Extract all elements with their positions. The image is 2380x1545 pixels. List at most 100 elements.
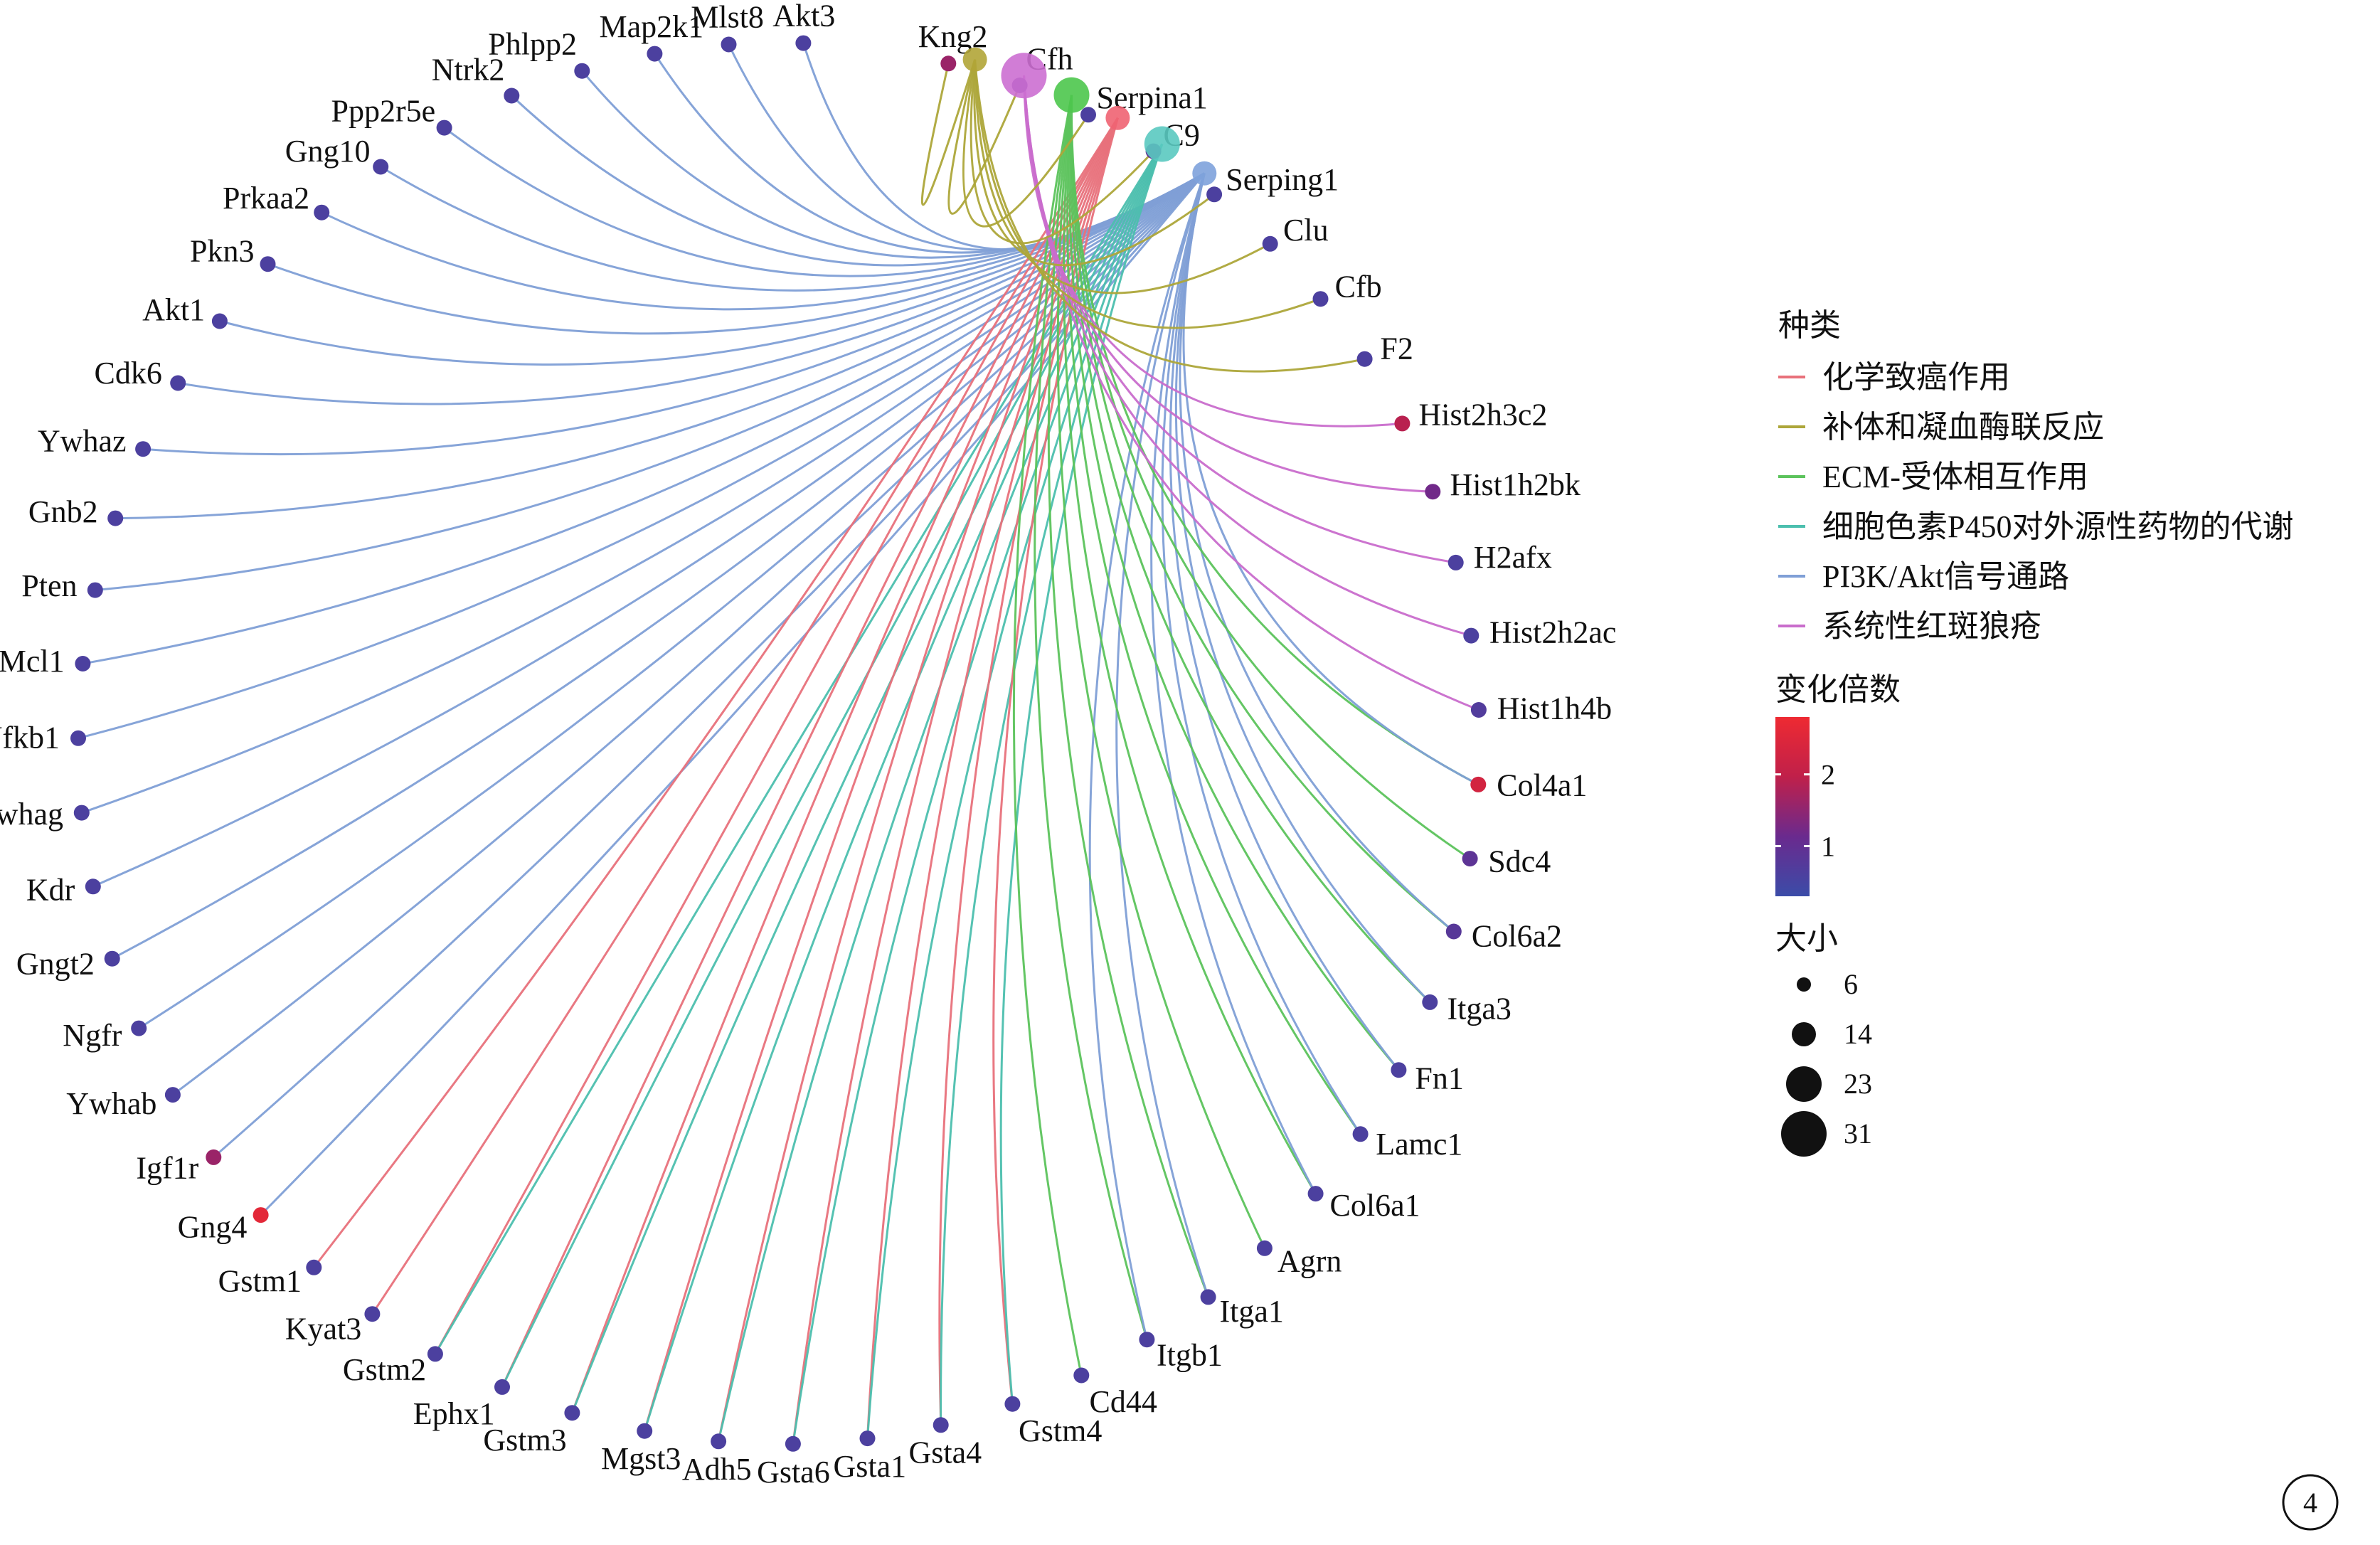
gene-label-adh5: Adh5 bbox=[682, 1452, 752, 1487]
category-node-0 bbox=[1105, 105, 1130, 130]
legend-category-list: 化学致癌作用补体和凝血酶联反应ECM-受体相互作用细胞色素P450对外源性药物的… bbox=[1778, 360, 2293, 644]
gene-label-fn1: Fn1 bbox=[1415, 1061, 1463, 1095]
gene-label-col4a1: Col4a1 bbox=[1497, 768, 1587, 802]
gene-label-phlpp2: Phlpp2 bbox=[488, 27, 577, 62]
gene-label-itgb1: Itgb1 bbox=[1157, 1337, 1223, 1372]
gene-label-hist1h4b: Hist1h4b bbox=[1497, 691, 1612, 726]
legend-size-title: 大小 bbox=[1775, 921, 1838, 956]
gene-node-cdk6 bbox=[170, 375, 186, 391]
gene-label-nfkb1: Nfkb1 bbox=[0, 721, 60, 755]
gene-label-map2k1: Map2k1 bbox=[599, 9, 703, 44]
gene-label-col6a2: Col6a2 bbox=[1472, 919, 1562, 954]
panel-label-circle bbox=[2282, 1474, 2339, 1531]
gene-node-akt3 bbox=[795, 35, 812, 51]
gene-node-ppp2r5e bbox=[436, 120, 452, 136]
colorbar-gradient bbox=[1775, 717, 1810, 896]
gene-node-gstm2 bbox=[427, 1346, 443, 1362]
edge-ephx1-cat3 bbox=[501, 143, 1164, 1388]
edge-kyat3-cat0 bbox=[371, 117, 1119, 1315]
edge-gstm3-cat0 bbox=[570, 117, 1119, 1413]
gene-node-mgst3 bbox=[637, 1423, 653, 1439]
gene-label-gstm1: Gstm1 bbox=[218, 1263, 302, 1298]
gene-node-hist2h3c2 bbox=[1394, 415, 1411, 432]
gene-node-gnb2 bbox=[107, 510, 124, 526]
gene-node-ngfr bbox=[131, 1020, 147, 1036]
gene-label-kyat3: Kyat3 bbox=[285, 1311, 362, 1346]
gene-node-kdr bbox=[85, 878, 101, 895]
legend: 种类 化学致癌作用补体和凝血酶联反应ECM-受体相互作用细胞色素P450对外源性… bbox=[1775, 308, 2293, 1157]
gene-label-cd44: Cd44 bbox=[1090, 1384, 1157, 1419]
gene-node-h2afx bbox=[1447, 554, 1464, 570]
legend-category-0: 化学致癌作用 bbox=[1822, 360, 2010, 395]
gene-node-sdc4 bbox=[1462, 851, 1478, 867]
gene-node-itgb1 bbox=[1139, 1332, 1155, 1348]
gene-label-mgst3: Mgst3 bbox=[601, 1441, 681, 1476]
gene-node-pten bbox=[87, 582, 103, 598]
legend-category-1: 补体和凝血酶联反应 bbox=[1822, 410, 2104, 445]
edge-col6a2-cat2 bbox=[1070, 95, 1455, 933]
legend-colorbar-title: 变化倍数 bbox=[1775, 672, 1901, 707]
gene-node-adh5 bbox=[711, 1433, 727, 1450]
edge-ephx1-cat0 bbox=[501, 117, 1119, 1388]
gene-node-gstm4 bbox=[1004, 1396, 1021, 1412]
gene-node-kng2 bbox=[940, 55, 957, 72]
gene-label-hist2h2ac: Hist2h2ac bbox=[1489, 615, 1616, 650]
panel-label: 4 bbox=[2282, 1474, 2339, 1531]
gene-label-gstm3: Gstm3 bbox=[483, 1423, 566, 1458]
gene-node-gsta1 bbox=[859, 1430, 876, 1447]
edge-gstm3-cat3 bbox=[571, 143, 1164, 1413]
edge-kdr-cat4 bbox=[92, 172, 1206, 888]
gene-node-ywhab bbox=[164, 1087, 181, 1103]
gene-label-mcl1: Mcl1 bbox=[0, 644, 65, 679]
gene-label-itga3: Itga3 bbox=[1447, 992, 1512, 1026]
gene-node-hist1h4b bbox=[1470, 702, 1487, 718]
edge-col6a2-cat4 bbox=[1179, 173, 1455, 933]
edge-f2-cat1 bbox=[974, 59, 1365, 373]
size-legend-label-0: 6 bbox=[1844, 968, 1858, 1000]
edge-gstm1-cat0 bbox=[313, 117, 1119, 1268]
gene-node-gng10 bbox=[373, 159, 389, 175]
gene-label-ywhag: Ywhag bbox=[0, 797, 63, 832]
gene-node-clu bbox=[1262, 235, 1278, 252]
gene-node-akt1 bbox=[211, 313, 228, 329]
edge-cfh-cat1 bbox=[947, 59, 1021, 215]
edge-clu-cat1 bbox=[974, 59, 1271, 294]
edge-itga1-cat4 bbox=[1115, 173, 1210, 1297]
gene-label-ywhab: Ywhab bbox=[66, 1086, 156, 1121]
gene-label-gstm2: Gstm2 bbox=[343, 1352, 426, 1387]
colorbar: 21 bbox=[1775, 717, 1835, 896]
gene-node-hist1h2bk bbox=[1425, 484, 1441, 500]
edge-fn1-cat4 bbox=[1169, 173, 1400, 1071]
edge-serpina1-cat1 bbox=[962, 59, 1090, 228]
edge-ppp2r5e-cat4 bbox=[443, 127, 1206, 277]
gene-label-igf1r: Igf1r bbox=[136, 1150, 198, 1185]
gene-node-ywhag bbox=[73, 805, 90, 821]
gene-node-gstm3 bbox=[564, 1405, 580, 1421]
gene-node-gsta4 bbox=[933, 1417, 949, 1433]
colorbar-tick-label-0: 2 bbox=[1821, 759, 1835, 791]
legend-category-5: 系统性红斑狼疮 bbox=[1822, 609, 2041, 644]
gene-node-phlpp2 bbox=[574, 63, 590, 79]
gene-node-col6a1 bbox=[1307, 1186, 1324, 1202]
edge-adh5-cat0 bbox=[717, 117, 1119, 1442]
gene-node-ywhaz bbox=[135, 441, 152, 457]
gene-node-ntrk2 bbox=[504, 87, 520, 104]
gene-node-mlst8 bbox=[721, 36, 737, 53]
panel-label-text: 4 bbox=[2303, 1487, 2317, 1519]
gene-node-igf1r bbox=[206, 1149, 222, 1165]
edge-gsta6-cat0 bbox=[792, 117, 1119, 1444]
legend-category-title: 种类 bbox=[1778, 308, 1841, 343]
gene-node-mcl1 bbox=[75, 656, 91, 671]
gene-label-agrn: Agrn bbox=[1277, 1244, 1342, 1279]
gene-node-agrn bbox=[1256, 1240, 1273, 1256]
size-legend-dot-0 bbox=[1797, 977, 1811, 992]
gene-node-col4a1 bbox=[1470, 776, 1487, 792]
gene-label-serping1: Serping1 bbox=[1226, 162, 1339, 197]
gene-label-ephx1: Ephx1 bbox=[413, 1396, 495, 1431]
gene-label-gstm4: Gstm4 bbox=[1019, 1413, 1102, 1448]
edge-hist1h2bk-cat5 bbox=[1023, 75, 1433, 493]
gene-label-mlst8: Mlst8 bbox=[691, 0, 764, 35]
gene-label-hist2h3c2: Hist2h3c2 bbox=[1419, 398, 1548, 432]
